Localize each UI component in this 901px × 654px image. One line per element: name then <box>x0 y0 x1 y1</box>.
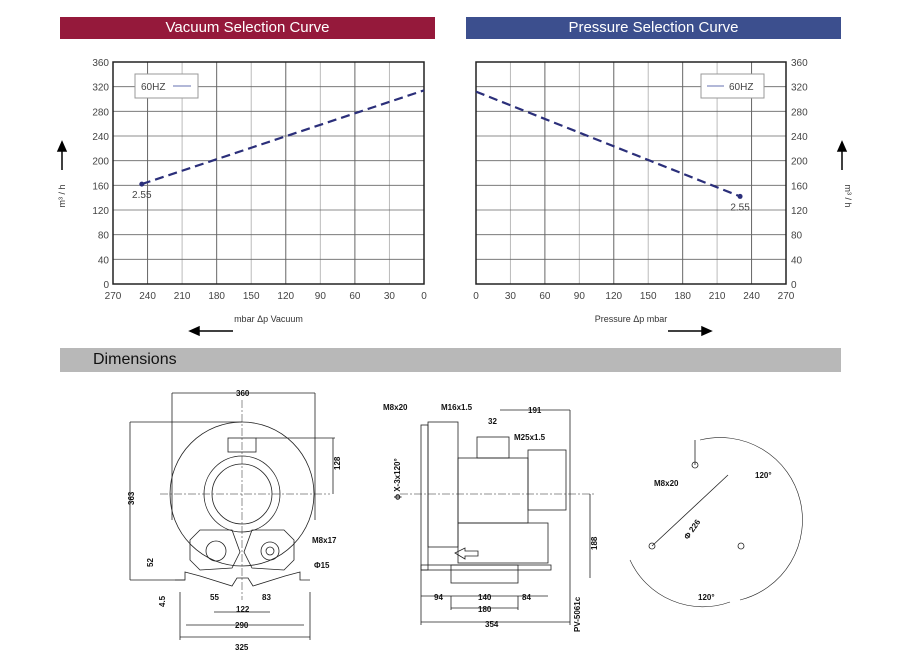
dim-55: 55 <box>210 593 219 602</box>
dim-354: 354 <box>485 620 499 629</box>
y-tick-label: 120 <box>92 206 109 217</box>
x-tick-label: 120 <box>605 291 622 302</box>
x-tick-label: 0 <box>421 291 427 302</box>
data-annotation: 2.55 <box>730 202 750 213</box>
x-tick-label: 90 <box>574 291 586 302</box>
dim-140: 140 <box>478 593 492 602</box>
dim-32: 32 <box>488 417 497 426</box>
side-view-drawing <box>400 409 595 625</box>
label-m8x17: M8x17 <box>312 536 337 545</box>
y-tick-label: 80 <box>791 231 803 242</box>
x-tick-label: 150 <box>640 291 657 302</box>
label-phi15: Φ15 <box>314 561 330 570</box>
y-axis-label: m³ / h <box>57 184 67 207</box>
x-tick-label: 120 <box>277 291 294 302</box>
series-line-60HZ <box>475 90 741 198</box>
x-tick-label: 270 <box>105 291 122 302</box>
model-number: PV-5061c <box>573 596 582 632</box>
flange-view-drawing <box>629 437 803 608</box>
y-arrow-icon <box>836 140 848 170</box>
dim-191: 191 <box>528 406 542 415</box>
y-tick-label: 320 <box>92 83 109 94</box>
label-m8x20-flange: M8x20 <box>654 479 679 488</box>
dim-4-5: 4.5 <box>158 595 167 607</box>
label-m25x1-5: M25x1.5 <box>514 433 546 442</box>
y-arrow-icon <box>56 140 68 170</box>
x-tick-label: 30 <box>384 291 396 302</box>
dim-94: 94 <box>434 593 443 602</box>
y-tick-label: 120 <box>791 206 808 217</box>
x-tick-label: 210 <box>174 291 191 302</box>
y-tick-label: 0 <box>103 280 109 291</box>
selection-charts: 270 240 210 180 150 120 90 60 30 0 0 40 80 120 160 200 2… <box>56 58 853 337</box>
legend-label: 60HZ <box>729 82 753 93</box>
y-tick-label: 40 <box>98 255 110 266</box>
series-line-60HZ <box>141 89 425 186</box>
x-axis-label: mbar Δp Vacuum <box>234 314 303 324</box>
y-tick-label: 40 <box>791 255 803 266</box>
y-axis-label: m³ / h <box>843 184 853 207</box>
dim-180: 180 <box>478 605 492 614</box>
x-tick-label: 0 <box>473 291 479 302</box>
plot-frame <box>112 61 425 285</box>
dimensions-title: Dimensions <box>93 351 177 368</box>
x-tick-label: 180 <box>674 291 691 302</box>
y-tick-label: 320 <box>791 83 808 94</box>
label-m16x1-5: M16x1.5 <box>441 403 473 412</box>
legend-label: 60HZ <box>141 82 165 93</box>
y-tick-label: 200 <box>92 157 109 168</box>
y-tick-label: 360 <box>791 58 808 69</box>
dim-363: 363 <box>127 491 136 505</box>
pressure-curve-banner: Pressure Selection Curve <box>466 17 841 39</box>
data-point <box>139 181 145 187</box>
y-tick-label: 280 <box>791 107 808 118</box>
dim-290: 290 <box>235 621 249 630</box>
x-tick-label: 150 <box>243 291 260 302</box>
dim-128: 128 <box>333 456 342 470</box>
label-phi-x: ϕ X-3x120° <box>393 458 402 500</box>
x-tick-label: 60 <box>349 291 361 302</box>
x-axis-label: Pressure Δp mbar <box>595 314 668 324</box>
dim-360: 360 <box>236 389 250 398</box>
dim-188: 188 <box>590 536 599 550</box>
x-tick-label: 240 <box>743 291 760 302</box>
dim-83: 83 <box>262 593 271 602</box>
y-tick-label: 280 <box>92 107 109 118</box>
x-tick-label: 30 <box>505 291 517 302</box>
y-tick-label: 360 <box>92 58 109 69</box>
data-annotation: 2.55 <box>132 190 152 201</box>
x-tick-label: 210 <box>709 291 726 302</box>
x-tick-label: 60 <box>539 291 551 302</box>
y-tick-label: 0 <box>791 280 797 291</box>
x-tick-label: 270 <box>778 291 795 302</box>
dim-84: 84 <box>522 593 531 602</box>
x-arrow-icon <box>668 325 713 337</box>
y-tick-label: 200 <box>791 157 808 168</box>
x-arrow-icon <box>188 325 233 337</box>
vacuum-curve-banner: Vacuum Selection Curve <box>60 17 435 39</box>
angle-120-b: 120° <box>698 593 715 602</box>
y-tick-label: 80 <box>98 231 110 242</box>
dim-325: 325 <box>235 643 249 652</box>
legend-box <box>134 73 199 99</box>
dim-122: 122 <box>236 605 250 614</box>
dim-52: 52 <box>146 558 155 567</box>
y-tick-label: 240 <box>791 132 808 143</box>
y-tick-label: 240 <box>92 132 109 143</box>
dim-phi226: Φ 226 <box>682 517 702 541</box>
plot-frame <box>475 61 787 285</box>
front-view-drawing <box>129 392 335 640</box>
y-tick-label: 160 <box>92 181 109 192</box>
angle-120-a: 120° <box>755 471 772 480</box>
label-m8x20-side: M8x20 <box>383 403 408 412</box>
x-tick-label: 90 <box>315 291 327 302</box>
dimensions-banner: Dimensions <box>60 348 841 372</box>
y-tick-label: 160 <box>791 181 808 192</box>
x-tick-label: 240 <box>139 291 156 302</box>
data-point <box>737 193 743 199</box>
x-tick-label: 180 <box>208 291 225 302</box>
